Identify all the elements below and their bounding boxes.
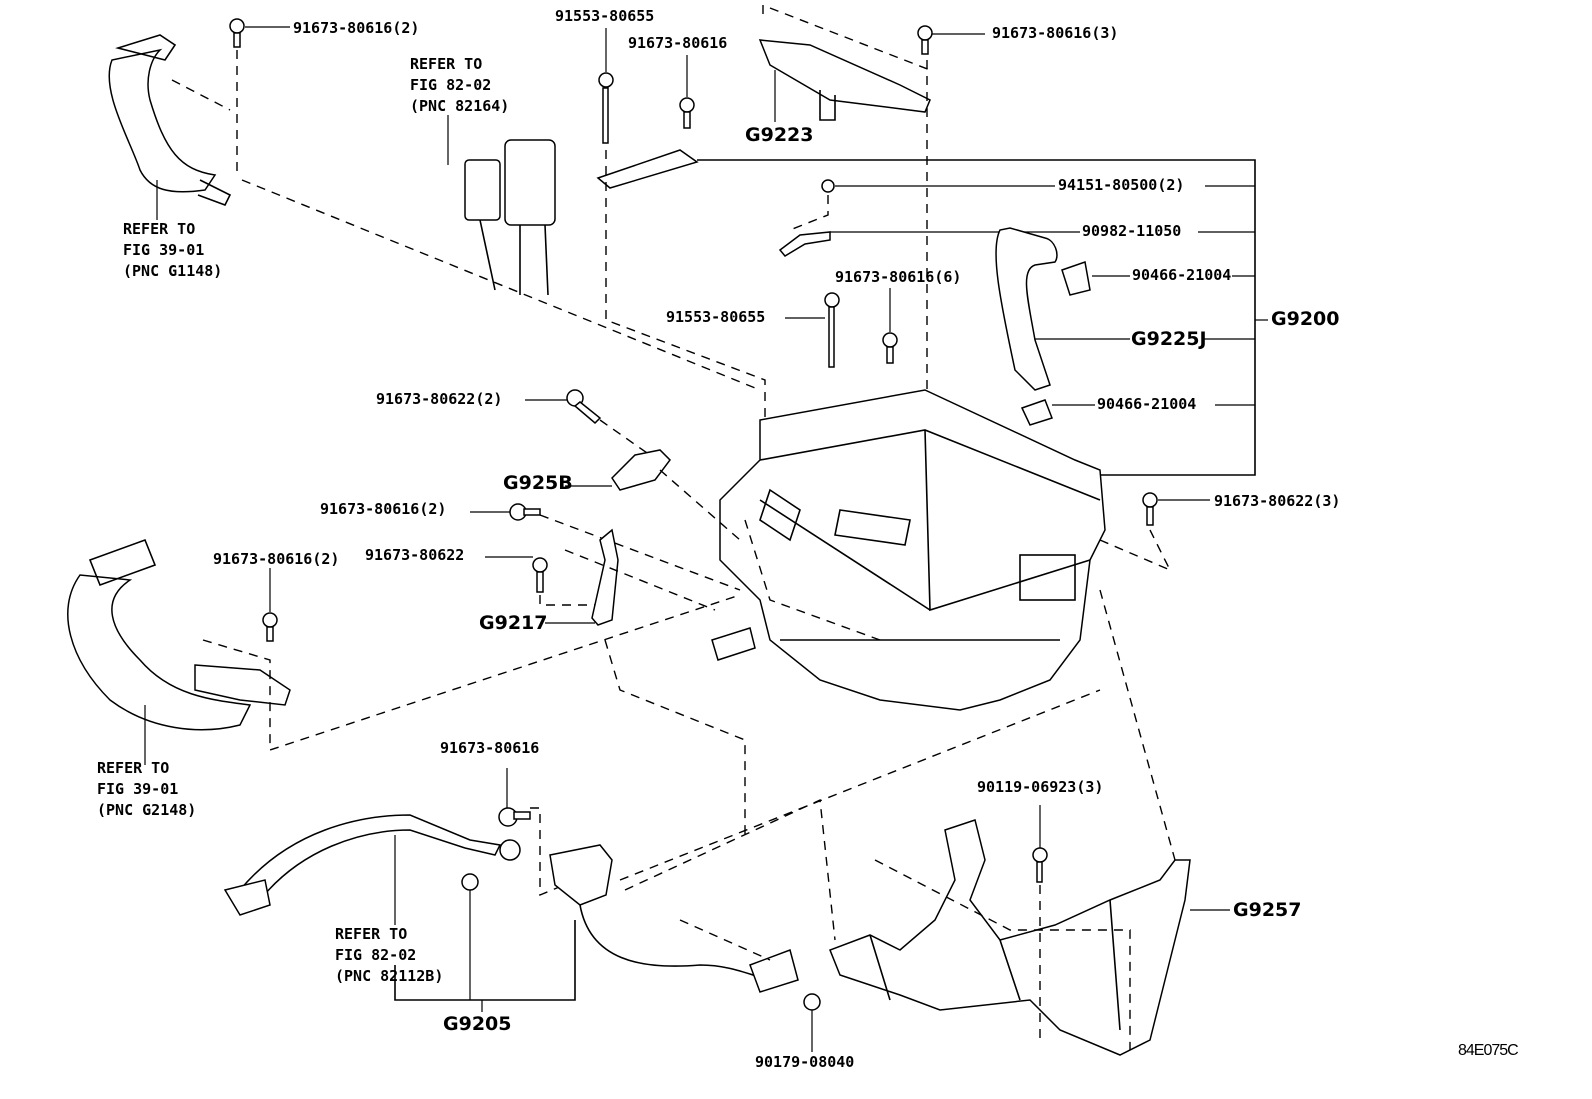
- inverter-assembly: [711, 389, 1106, 711]
- part-label-g9225j[interactable]: G9225J: [1131, 328, 1207, 350]
- part-label-g925b[interactable]: G925B: [503, 472, 573, 494]
- part-label-91673-80622[interactable]: 91673-80622: [365, 546, 465, 564]
- clamp-90982: [778, 231, 831, 257]
- part-label-91673-80616-top[interactable]: 91673-80616: [628, 34, 728, 52]
- bracket-g9217: [591, 528, 619, 626]
- part-label-g9205[interactable]: G9205: [443, 1013, 512, 1035]
- part-label-91673-80622-2[interactable]: 91673-80622(2): [376, 390, 503, 408]
- sensor-g9205: [549, 844, 613, 906]
- part-label-91673-80616-bottom[interactable]: 91673-80616: [440, 739, 540, 757]
- part-label-g9257[interactable]: G9257: [1233, 899, 1302, 921]
- cable-bottom: [223, 814, 521, 916]
- part-label-94151-80500-2[interactable]: 94151-80500(2): [1058, 176, 1185, 194]
- coolant-hose-bottom: [67, 538, 291, 731]
- part-label-91673-80616-2-left[interactable]: 91673-80616(2): [213, 550, 340, 568]
- clamp-top: [1061, 261, 1091, 296]
- bolt-icon: [229, 18, 245, 48]
- hose-g9225j: [995, 227, 1058, 391]
- part-label-91673-80616-2[interactable]: 91673-80616(2): [293, 19, 420, 37]
- clamp-bottom: [1020, 399, 1053, 426]
- coolant-hose-top: [108, 34, 232, 206]
- part-label-90466-21004-bottom[interactable]: 90466-21004: [1097, 395, 1197, 413]
- part-label-90119-06923-3[interactable]: 90119-06923(3): [977, 778, 1104, 796]
- figure-code: 84E075C: [1458, 1042, 1519, 1059]
- part-label-g9217[interactable]: G9217: [479, 612, 548, 634]
- part-label-g9223[interactable]: G9223: [745, 124, 814, 146]
- connector-top: [464, 139, 556, 296]
- part-label-90466-21004-top[interactable]: 90466-21004: [1132, 266, 1232, 284]
- part-label-g9200[interactable]: G9200: [1271, 308, 1340, 330]
- part-label-91673-80616-6[interactable]: 91673-80616(6): [835, 268, 962, 286]
- cover-g9223: [758, 39, 931, 121]
- part-label-91553-80655-top[interactable]: 91553-80655: [555, 7, 655, 25]
- part-label-91553-80655-mid[interactable]: 91553-80655: [666, 308, 766, 326]
- bracket-plate: [596, 149, 699, 189]
- part-label-91673-80616-2-mid[interactable]: 91673-80616(2): [320, 500, 447, 518]
- part-label-91673-80622-3[interactable]: 91673-80622(3): [1214, 492, 1341, 510]
- part-label-90179-08040[interactable]: 90179-08040: [755, 1053, 855, 1071]
- part-label-91673-80616-3[interactable]: 91673-80616(3): [992, 24, 1119, 42]
- bracket-g925b: [611, 449, 671, 491]
- part-label-90982-11050[interactable]: 90982-11050: [1082, 222, 1182, 240]
- bracket-g9257: [829, 819, 1191, 1056]
